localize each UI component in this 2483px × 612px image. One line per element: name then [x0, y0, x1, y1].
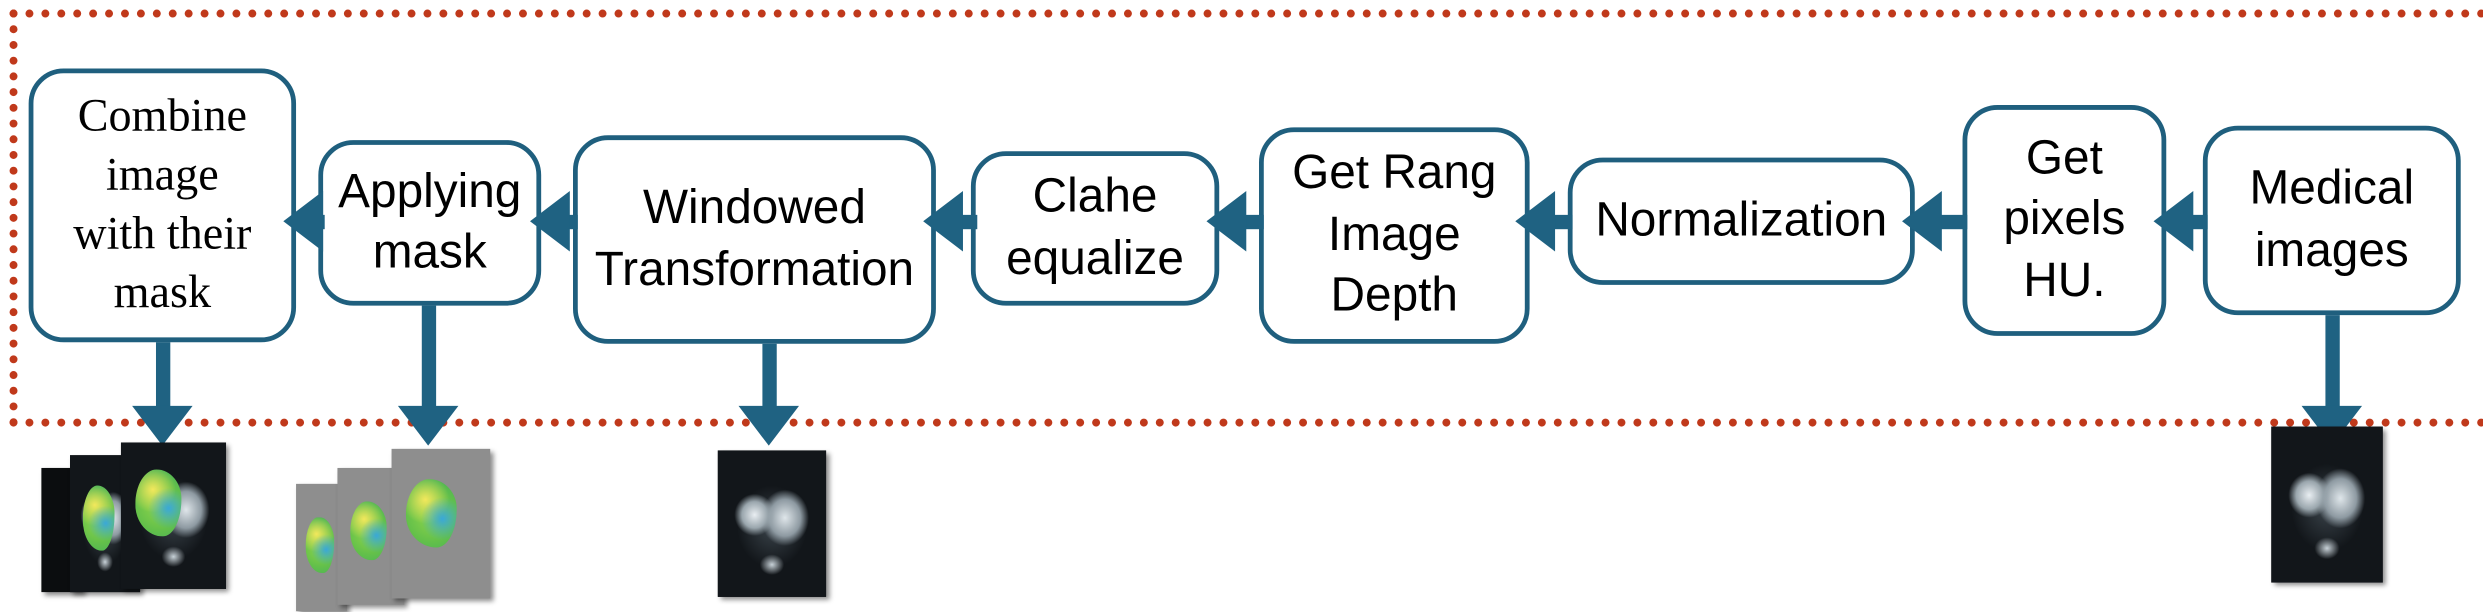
node-getrange-line-1: Get Rang	[1292, 147, 1497, 200]
node-combine-line-3: with their	[73, 208, 252, 260]
node-getpixels-line-1: Get	[2025, 131, 2103, 185]
node-get-rang-image-depth[interactable]: Get Rang Image Depth	[1259, 127, 1530, 344]
arrowhead-medical-to-getpixels	[2153, 191, 2194, 252]
output-windowed-slice	[717, 450, 827, 597]
output-windowed-transformation-image[interactable]	[717, 450, 827, 597]
node-getpixels-line-3: HU.	[2023, 254, 2106, 307]
arrowhead-windowed-to-output	[738, 405, 800, 446]
node-combine-line-2: image	[105, 149, 219, 201]
arrowhead-normalization-to-getrange	[1515, 191, 1556, 252]
node-clahe-equalize[interactable]: Clahe equalize	[970, 151, 1220, 306]
node-windowed-line-2: Transformation	[594, 242, 915, 296]
node-combine-image-with-their-mask[interactable]: Combine image with their mask	[28, 68, 297, 343]
node-getrange-line-3: Depth	[1330, 269, 1458, 322]
arrowhead-getpixels-to-normalization	[1902, 191, 1942, 252]
output-combine-slice-front	[120, 442, 227, 589]
arrowhead-combine-to-output	[132, 405, 193, 446]
node-clahe-line-1: Clahe	[1032, 170, 1158, 224]
output-applying-mask-stack[interactable]	[296, 448, 493, 612]
node-applying-line-2: mask	[372, 226, 487, 279]
arrowhead-applying-to-combine	[283, 191, 324, 252]
connector-applying-to-output	[421, 305, 437, 410]
output-combine-image-stack[interactable]	[22, 439, 229, 595]
arrowhead-windowed-to-applying	[530, 191, 570, 252]
node-applying-line-1: Applying	[338, 164, 522, 218]
node-windowed-line-1: Windowed	[642, 181, 866, 235]
lesion-overlay	[135, 468, 182, 537]
node-normalization-line-1: Normalization	[1595, 193, 1888, 247]
node-medical-line-2: images	[2254, 223, 2409, 277]
lesion-overlay	[82, 485, 115, 551]
lesion-overlay	[405, 478, 457, 548]
arrowhead-clahe-to-windowed	[923, 191, 963, 252]
connector-medical-to-output	[2325, 315, 2340, 410]
node-medical-line-1: Medical	[2249, 162, 2415, 216]
node-get-pixels-hu[interactable]: Get pixels HU.	[1962, 105, 2167, 336]
node-windowed-transformation[interactable]: Windowed Transformation	[573, 135, 936, 344]
node-combine-line-1: Combine	[77, 90, 247, 142]
node-getrange-line-2: Image	[1327, 208, 1461, 261]
node-applying-mask[interactable]: Applying mask	[318, 140, 542, 306]
node-clahe-line-2: equalize	[1006, 231, 1185, 285]
output-mask-slice-front	[391, 448, 491, 599]
lesion-overlay	[306, 516, 334, 573]
pipeline-boundary	[9, 9, 2483, 427]
output-medical-slice	[2271, 426, 2383, 583]
node-medical-images[interactable]: Medical images	[2202, 125, 2461, 316]
lesion-overlay	[349, 500, 387, 561]
output-medical-images-image[interactable]	[2271, 426, 2383, 583]
arrowhead-applying-to-output	[397, 405, 459, 446]
node-getpixels-line-2: pixels	[2003, 193, 2126, 246]
connector-combine-to-output	[155, 342, 171, 410]
node-combine-line-4: mask	[113, 267, 212, 319]
connector-windowed-to-output	[762, 343, 777, 410]
arrowhead-getrange-to-clahe	[1206, 191, 1247, 252]
node-normalization[interactable]: Normalization	[1567, 157, 1915, 285]
